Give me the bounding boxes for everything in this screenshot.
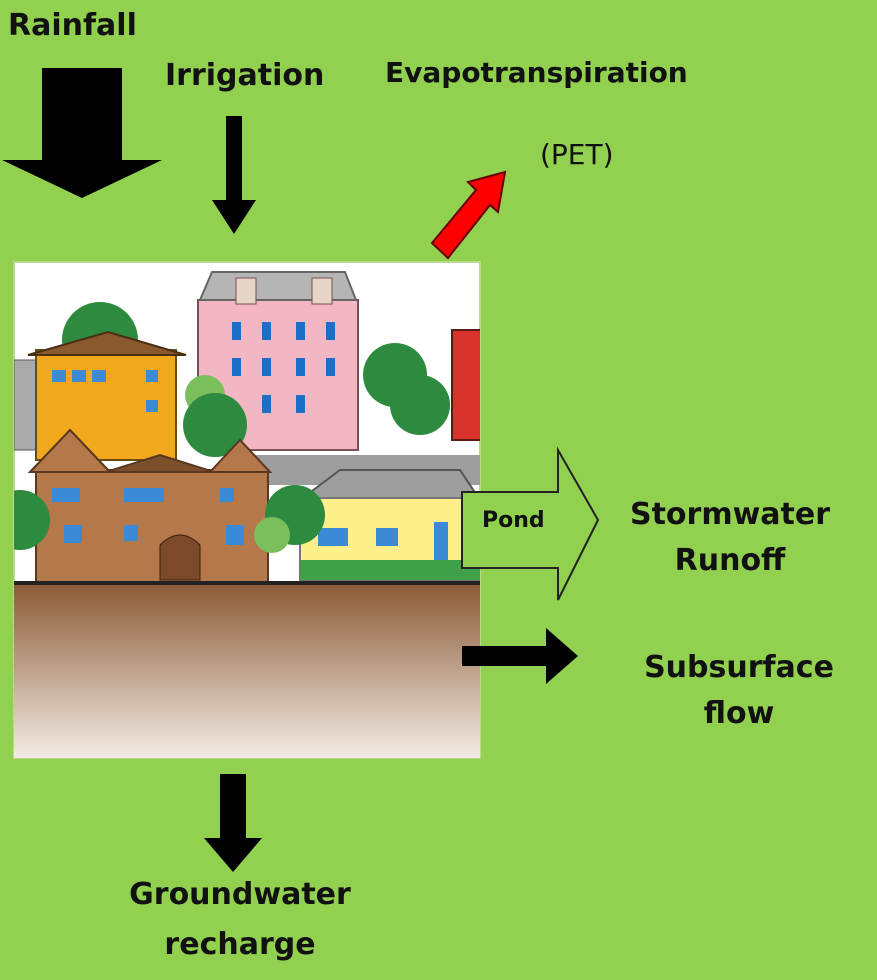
subsurface-line1: Subsurface	[644, 650, 834, 685]
rainfall-arrow	[2, 68, 162, 198]
stormwater-runoff-arrow	[461, 446, 600, 601]
groundwater-recharge-label: Groundwater recharge	[70, 870, 410, 970]
stormwater-runoff-label: Stormwater Runoff	[600, 492, 860, 584]
town-illustration	[13, 261, 481, 759]
groundwater-line2: recharge	[164, 927, 316, 962]
subsurface-flow-arrow	[462, 628, 578, 684]
groundwater-recharge-arrow	[204, 774, 262, 872]
evapotranspiration-label: Evapotranspiration	[385, 56, 688, 89]
groundwater-line1: Groundwater	[129, 877, 351, 912]
pond-label: Pond	[482, 508, 545, 533]
irrigation-arrow	[212, 116, 256, 234]
irrigation-label: Irrigation	[165, 58, 325, 93]
stormwater-line2: Runoff	[674, 543, 786, 578]
subsurface-line2: flow	[703, 696, 775, 731]
stormwater-line1: Stormwater	[629, 497, 831, 532]
subsurface-flow-label: Subsurface flow	[608, 645, 870, 737]
rainfall-label: Rainfall	[8, 8, 137, 43]
evapotranspiration-arrow	[430, 170, 507, 260]
pet-label: (PET)	[540, 138, 614, 171]
